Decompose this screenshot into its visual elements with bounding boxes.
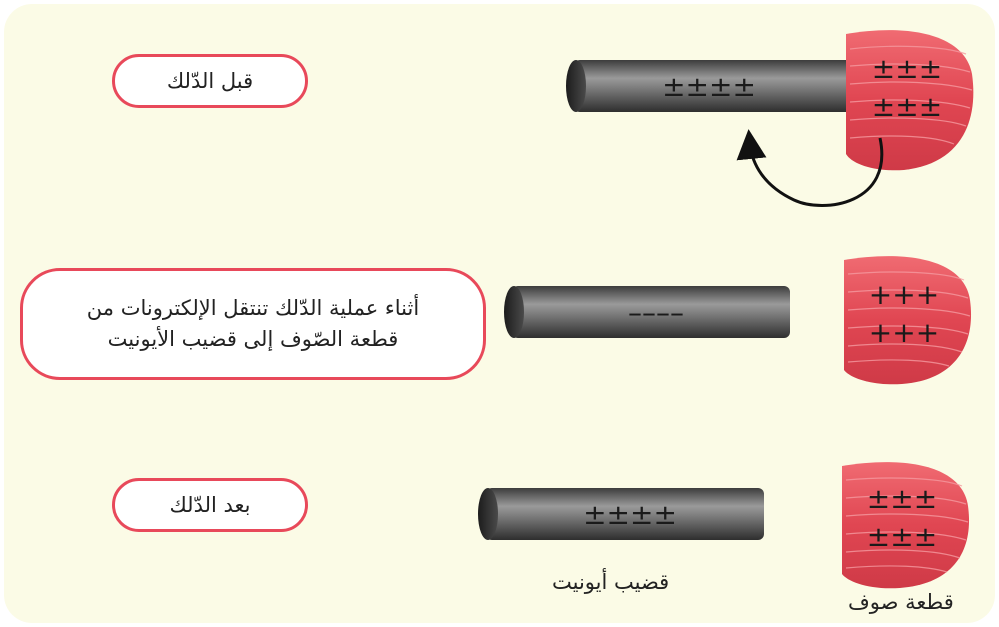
wool-charges-after-row2: ±±± (867, 520, 937, 553)
diagram-drawing: ±±±± –––– ±±±± ±±± ±±± +++ +++ ±±± ±±± (478, 30, 974, 589)
electron-transfer-arrow (736, 129, 884, 207)
ionite-rod-after (478, 488, 764, 540)
rod-charges-before: ±±±± (662, 70, 756, 103)
rod-charges-during: –––– (628, 296, 684, 329)
label-after-text: بعد الدّلك (169, 493, 251, 517)
label-during-rubbing: أثناء عملية الدّلك تنتقل الإلكترونات من … (20, 268, 486, 380)
ionite-rod-before (566, 60, 852, 112)
label-after-rubbing: بعد الدّلك (112, 478, 308, 532)
wool-charges-during-row1: +++ (869, 278, 939, 311)
label-before-text: قبل الدّلك (166, 69, 254, 93)
wool-charges-before-row2: ±±± (872, 90, 942, 123)
wool-charges-during-row2: +++ (869, 316, 939, 349)
caption-wool-piece: قطعة صوف (848, 590, 954, 614)
wool-charges-before-row1: ±±± (872, 52, 942, 85)
wool-piece-before (846, 30, 974, 171)
caption-ionite-rod: قضيب أيونيت (552, 570, 670, 594)
diagram-panel: ±±±± –––– ±±±± ±±± ±±± +++ +++ ±±± ±±± ق… (4, 4, 995, 623)
wool-piece-after (842, 462, 970, 589)
label-during-line1: أثناء عملية الدّلك تنتقل الإلكترونات من (86, 295, 420, 320)
label-during-line2: قطعة الصّوف إلى قضيب الأيونيت (107, 327, 399, 351)
wool-piece-during (844, 256, 972, 385)
rod-charges-after: ±±±± (583, 498, 677, 531)
wool-charges-after-row1: ±±± (867, 482, 937, 515)
ionite-rod-during (504, 286, 790, 338)
label-before-rubbing: قبل الدّلك (112, 54, 308, 108)
